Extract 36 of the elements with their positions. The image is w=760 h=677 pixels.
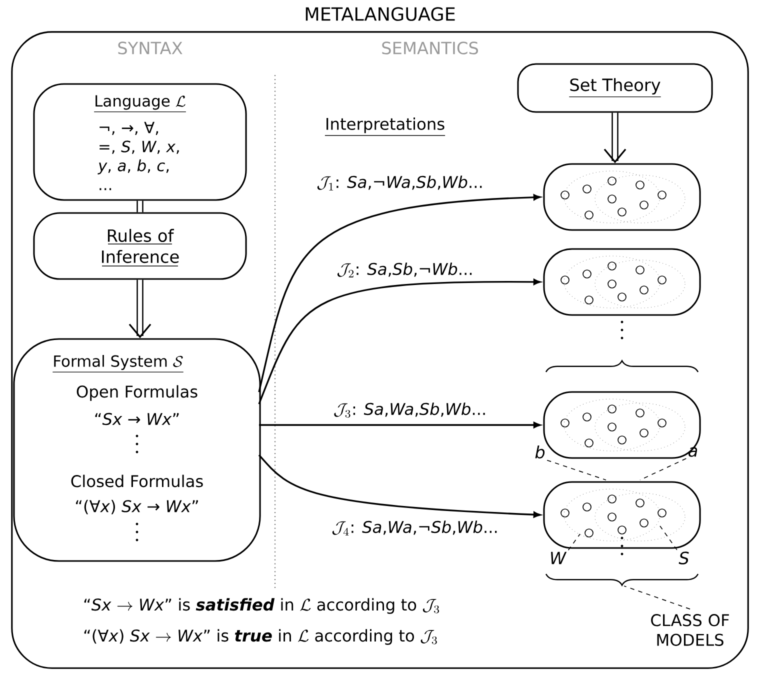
arrow xyxy=(259,422,541,428)
rounded-box: $\text{Formal System}\ \mathcal{S}$ Open Formulas “Sx → Wx” Closed Formulas “(∀x) Sx → Wx” xyxy=(13,338,261,562)
double-arrow xyxy=(136,200,144,212)
leader-line xyxy=(546,460,606,480)
edge-label: $\mathcal{J}_2\text{: \textit{Sa},\textit{Sb},¬\textit{Wb}...}$ xyxy=(335,261,475,279)
arrow xyxy=(258,194,541,392)
rounded-box: Set Theory xyxy=(517,63,713,113)
edge-label: $\mathcal{J}_1\text{: \textit{Sa},¬\textit{Wa},\textit{Sb},\textit{Wb}...}$ xyxy=(315,174,485,192)
model-drawing xyxy=(543,481,701,549)
rounded-box: Rules of Inference xyxy=(33,212,247,280)
part-letter: W xyxy=(551,552,567,564)
statement-text: $\text{“(∀\textit{x}) \textit{Sx} $\rightarrow$ \textit{Wx}” is \textbf{\textit{true}} in $\mathcal{L}$ according to $\mathcal{J}_3$}$ xyxy=(84,629,437,645)
leader-line xyxy=(640,458,687,480)
leader-line xyxy=(660,526,678,550)
statement-text: $\text{“\textit{Sx} $\rightarrow$ \textit{Wx}” is \textbf{\textit{satisfied}} in $\mathcal{L}$ according to $\mathcal{J}_3$}$ xyxy=(84,598,440,614)
edge-label: $\mathcal{J}_3\text{: \textit{Sa},\textit{Wa},\textit{Sb},\textit{Wb}...}$ xyxy=(332,401,488,419)
part-letter: b xyxy=(535,445,545,459)
section-heading: SEMANTICS xyxy=(382,42,478,54)
section-heading: SYNTAX xyxy=(118,42,182,54)
double-arrow xyxy=(604,112,626,164)
double-arrow xyxy=(128,280,152,338)
brace xyxy=(545,360,699,372)
model-drawing xyxy=(543,248,701,316)
edge-label: $\mathcal{J}_4\text{: \textit{Sa},\textit{Wa},¬\textit{Sb},\textit{Wb}...}$ xyxy=(330,519,500,537)
arrow xyxy=(258,278,541,404)
part-letter: S xyxy=(678,552,689,564)
heading-text: Interpretations xyxy=(324,118,446,136)
node-label: METALANGUAGE xyxy=(306,7,455,21)
rounded-box: $\text{Language}\ \mathcal{L}$ ¬, →, ∀, =, S, W, x, y, a, b, c, ... xyxy=(33,83,247,201)
brace xyxy=(545,574,699,586)
caption-text: CLASS OF MODELS xyxy=(651,614,729,646)
arrow xyxy=(258,454,541,518)
model-drawing xyxy=(543,391,701,459)
leader-line xyxy=(624,586,690,610)
model-drawing xyxy=(543,163,701,231)
leader-line xyxy=(568,534,580,551)
